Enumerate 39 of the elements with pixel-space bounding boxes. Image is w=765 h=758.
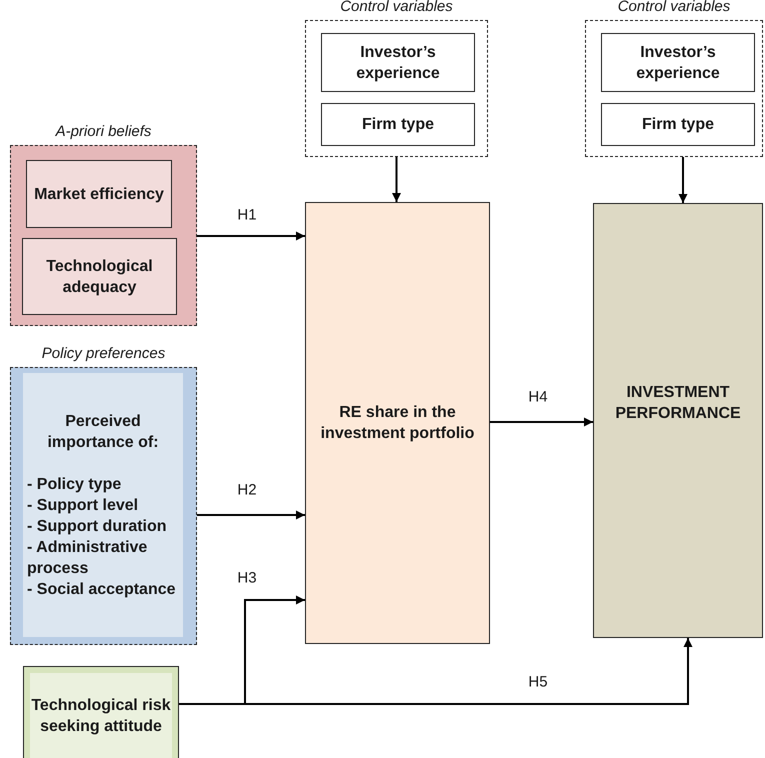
arrow xyxy=(197,510,305,520)
variable-label: Investor’s experience xyxy=(355,42,441,84)
variable-label: Firm type xyxy=(362,115,434,135)
variable-box xyxy=(601,103,755,146)
variable-label: Market efficiency xyxy=(34,184,164,204)
group-heading: Control variables xyxy=(616,0,732,15)
variable-box xyxy=(593,203,763,638)
edge-label: H5 xyxy=(528,674,548,690)
arrow xyxy=(490,418,593,426)
variable-label: Perceived importance of: xyxy=(46,412,160,452)
group-heading: Control variables xyxy=(339,0,454,15)
variable-label: RE share in the investment portfolio xyxy=(320,403,476,444)
variable-box xyxy=(321,103,475,146)
variable-box xyxy=(23,666,179,758)
variable-box xyxy=(26,160,172,228)
arrow xyxy=(392,157,401,202)
variable-panel xyxy=(23,373,183,637)
variable-label: Investor’s experience xyxy=(635,42,721,84)
edge-label: H2 xyxy=(237,482,257,498)
variable-box xyxy=(22,238,177,315)
list-item: - Administrative process xyxy=(26,538,148,578)
variable-box xyxy=(305,202,490,644)
list-item: - Support level xyxy=(26,496,140,516)
variable-box xyxy=(601,33,755,92)
variable-label: Technological risk seeking attitude xyxy=(30,696,172,737)
list-item: - Policy type xyxy=(26,474,122,494)
arrow xyxy=(197,232,305,240)
list-item: - Social acceptance xyxy=(26,580,177,600)
variable-label: INVESTMENT PERFORMANCE xyxy=(614,382,742,424)
arrow xyxy=(678,157,688,203)
group-heading: Policy preferences xyxy=(40,345,166,362)
edge-label: H1 xyxy=(237,206,257,224)
variable-label: Technological adequacy xyxy=(45,256,154,298)
group-heading: A-priori beliefs xyxy=(54,123,152,140)
variable-label: Firm type xyxy=(642,115,714,135)
variable-box xyxy=(321,33,475,92)
edge-label: H3 xyxy=(237,570,257,586)
list-item: - Support duration xyxy=(26,516,168,536)
edge-label: H4 xyxy=(528,388,548,406)
